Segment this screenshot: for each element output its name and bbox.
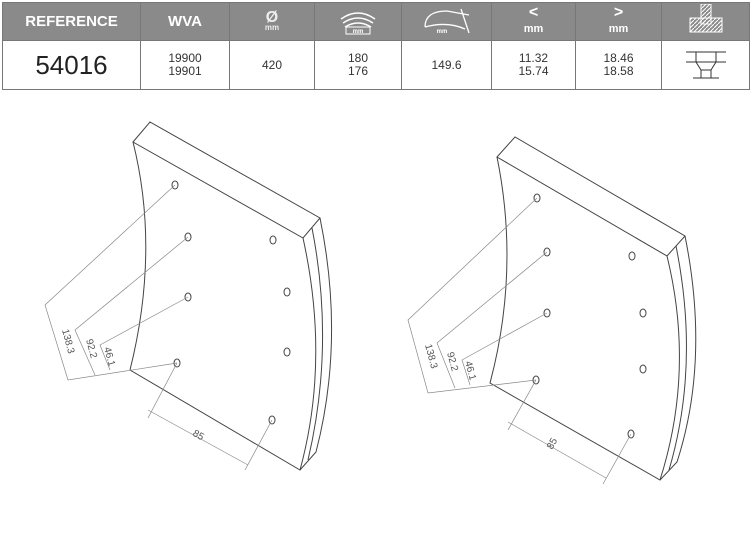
rivet-profile xyxy=(661,40,750,90)
length-arc-icon: mm xyxy=(423,8,470,35)
header-max-thickness: >mm xyxy=(575,2,662,41)
rivet-holes-left xyxy=(171,180,291,425)
rivet-section-icon xyxy=(689,3,722,32)
dim-92-right: 92.2 xyxy=(444,351,460,373)
header-reference: REFERENCE xyxy=(2,2,141,41)
rivet-holes-right xyxy=(532,193,647,439)
dim-85-left: 85 xyxy=(191,428,207,443)
width-arc-icon: mm xyxy=(340,11,376,35)
header-width: mm xyxy=(314,2,402,41)
svg-text:mm: mm xyxy=(353,29,364,35)
diameter-icon: Ø xyxy=(265,8,279,26)
reference-value: 54016 xyxy=(2,40,141,90)
header-min-thickness: <mm xyxy=(491,2,576,41)
header-length: mm xyxy=(401,2,492,41)
lining-right xyxy=(407,136,697,485)
dim-46-right: 46.1 xyxy=(462,360,478,382)
dim-138-right: 138.3 xyxy=(422,343,439,370)
dim-92-left: 92.2 xyxy=(83,338,99,360)
length-value: 149.6 xyxy=(401,40,492,90)
svg-text:mm: mm xyxy=(436,29,447,35)
dim-138-left: 138.3 xyxy=(59,328,76,355)
dim-46-left: 46.1 xyxy=(101,346,117,368)
rivet-profile-icon xyxy=(685,51,726,78)
dim-85-right: 85 xyxy=(545,436,560,452)
lining-left xyxy=(44,121,333,471)
